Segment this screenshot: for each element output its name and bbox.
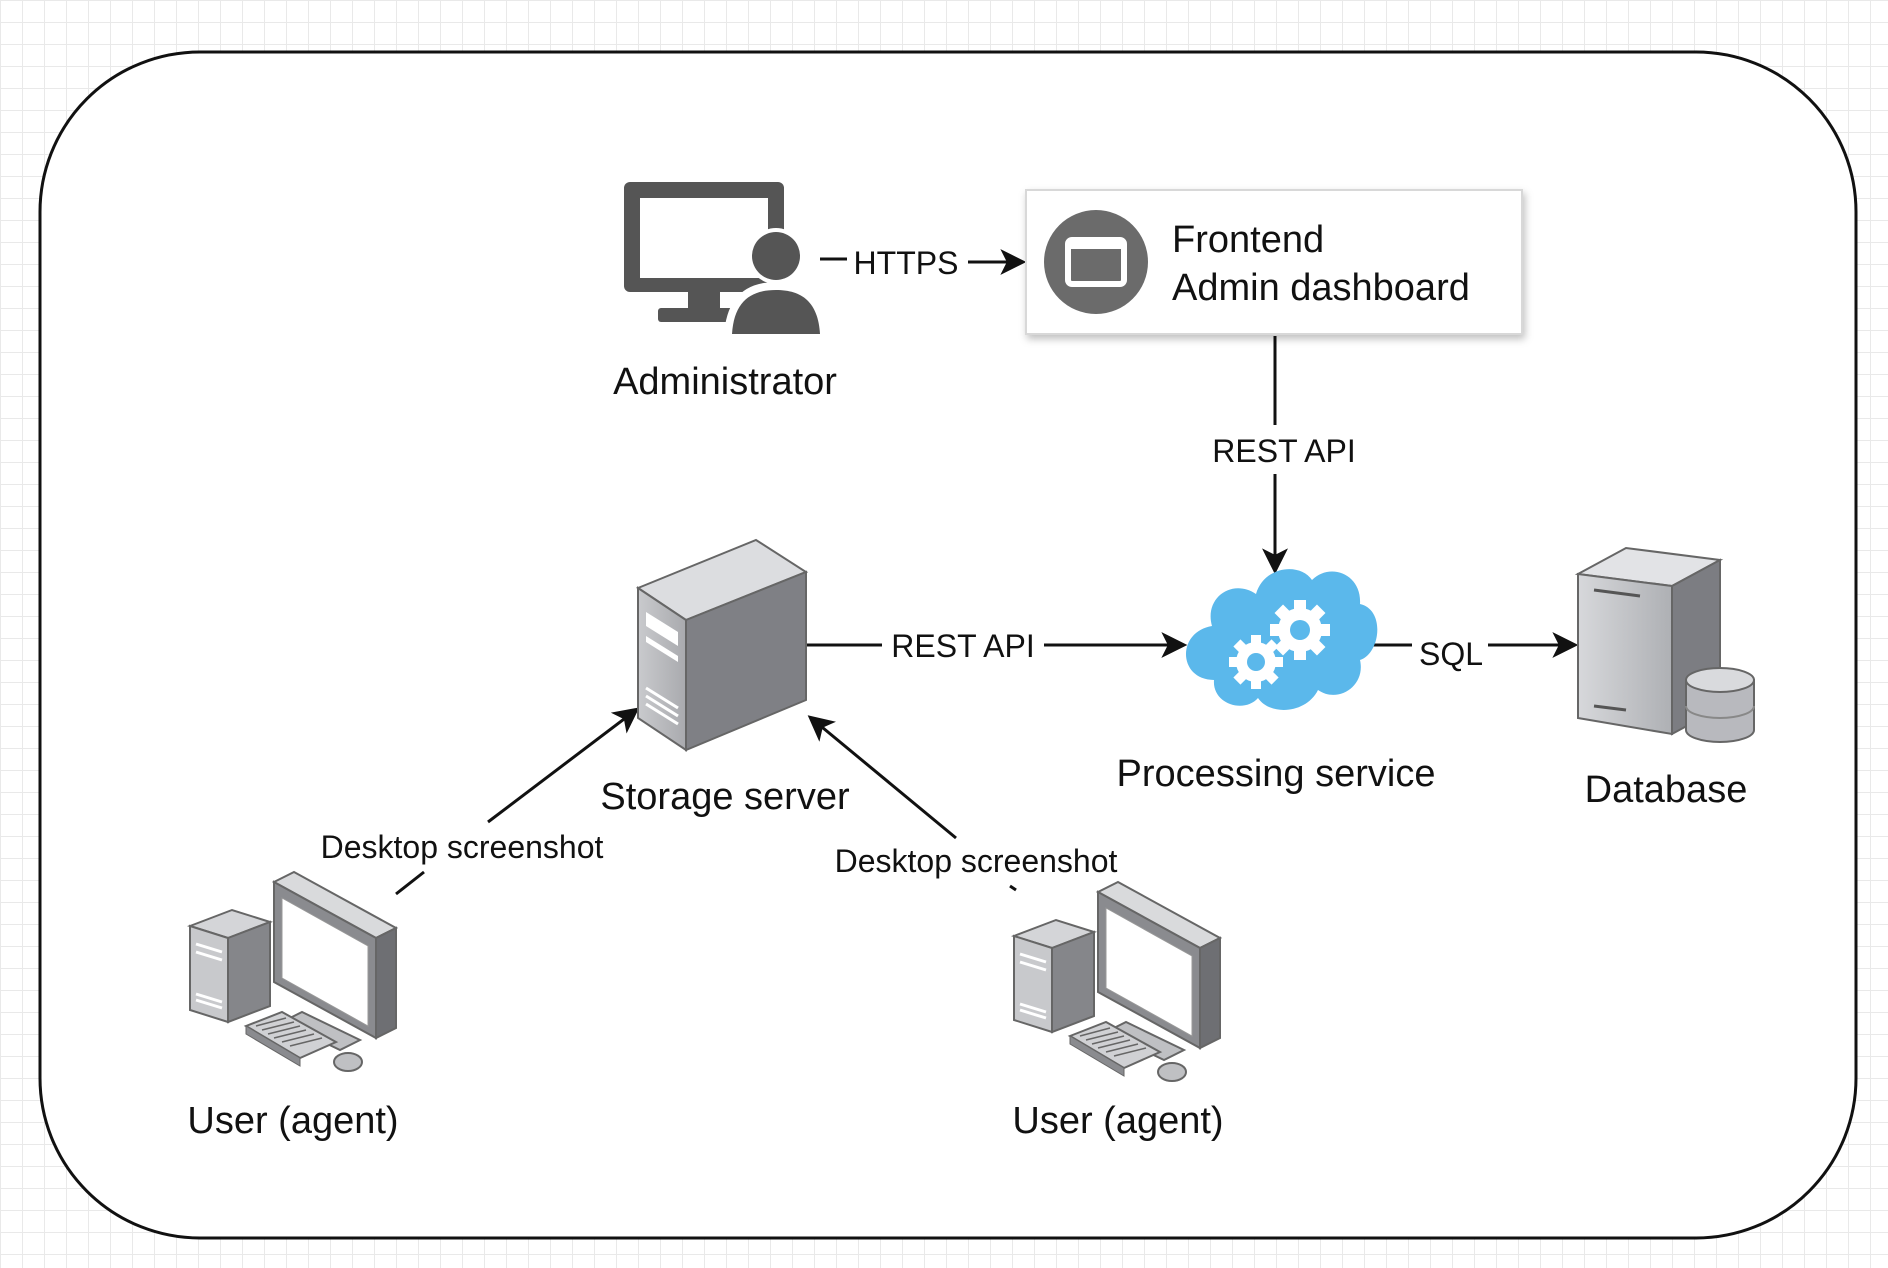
node-processing-service: Processing service (1117, 569, 1436, 795)
edge-label-rest-api-horizontal: REST API (891, 628, 1034, 664)
frontend-title: Frontend (1172, 219, 1324, 261)
server-tower-icon (635, 538, 809, 752)
user-left-label: User (agent) (187, 1100, 398, 1142)
edge-label-https: HTTPS (854, 245, 959, 281)
storage-server-label: Storage server (600, 776, 850, 818)
database-cylinder-icon (1685, 667, 1755, 743)
database-label: Database (1585, 769, 1748, 811)
browser-window-icon (1044, 210, 1148, 314)
frontend-subtitle: Admin dashboard (1172, 267, 1470, 309)
node-database: Database (1574, 546, 1755, 811)
edge-label-rest-api-vertical: REST API (1212, 433, 1355, 469)
edge-user-right-to-storage: Desktop screenshot (807, 715, 1118, 892)
user-right-label: User (agent) (1012, 1100, 1223, 1142)
node-storage-server: Storage server (600, 538, 850, 818)
edge-frontend-to-processing: REST API (1212, 336, 1356, 575)
edge-label-desktop-screenshot-left: Desktop screenshot (321, 829, 604, 865)
node-administrator: Administrator (613, 182, 837, 403)
diagram-container (38, 50, 1858, 1240)
administrator-label: Administrator (613, 361, 837, 403)
edge-user-left-to-storage: Desktop screenshot (321, 707, 640, 896)
node-frontend: Frontend Admin dashboard (1025, 189, 1523, 335)
desktop-computer-icon (186, 870, 399, 1072)
edge-admin-to-frontend: HTTPS (820, 245, 1027, 281)
cloud-gears-icon (1185, 569, 1378, 710)
administrator-icon (624, 182, 829, 340)
edge-label-desktop-screenshot-right: Desktop screenshot (835, 843, 1118, 879)
edge-storage-to-processing: REST API (806, 628, 1188, 664)
edge-processing-to-database: SQL (1368, 632, 1579, 672)
desktop-computer-icon (1010, 880, 1223, 1082)
edge-label-sql: SQL (1419, 636, 1483, 672)
node-user-left: User (agent) (186, 870, 399, 1142)
node-user-right: User (agent) (1010, 880, 1224, 1142)
database-server-icon (1574, 546, 1755, 743)
processing-service-label: Processing service (1117, 753, 1436, 795)
